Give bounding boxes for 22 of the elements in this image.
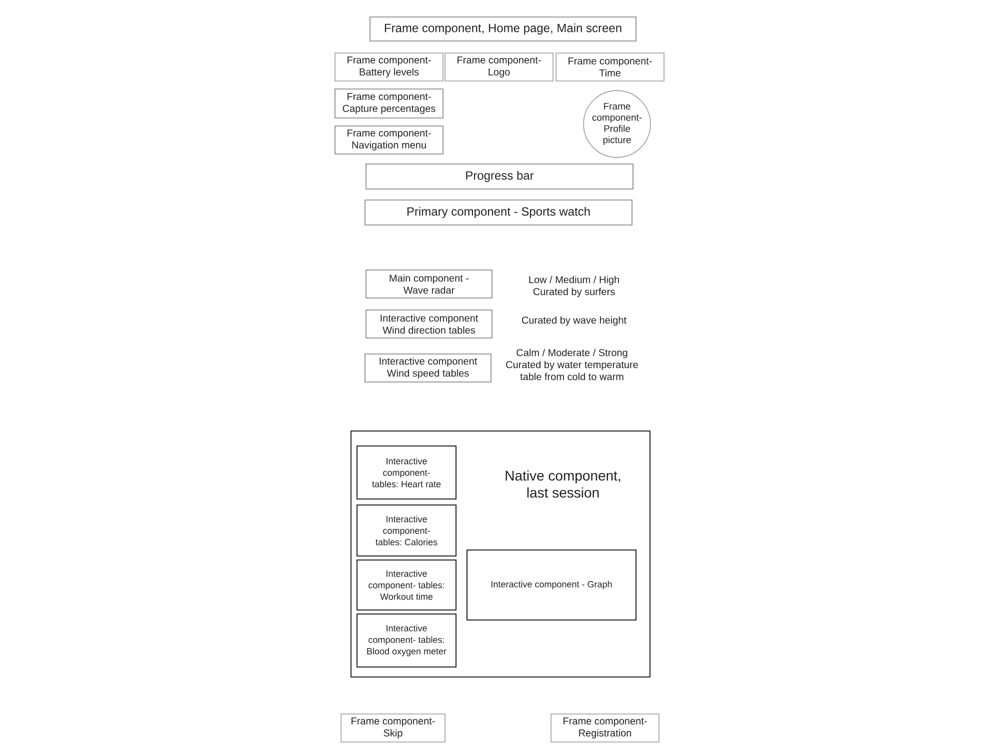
side-note: Low / Medium / High Curated by surfers xyxy=(529,276,619,298)
label-box: Interactive component Wind speed tables xyxy=(364,354,492,382)
label-box: Frame component- Time xyxy=(556,52,664,82)
label-box: Interactive component- tables: Calories xyxy=(356,504,456,556)
label-box: Interactive component Wind direction tables xyxy=(366,310,492,338)
label-box: Frame component- Battery levels xyxy=(334,52,444,82)
label-box: Main component - Wave radar xyxy=(366,270,492,298)
label-box: Interactive component- tables: Workout time xyxy=(356,560,456,610)
label-box: Primary component - Sports watch xyxy=(364,200,632,226)
label-box: Interactive component- tables: Blood oxygen meter xyxy=(356,614,456,668)
label-box: Frame component- Capture percentages xyxy=(334,88,444,118)
panel-heading: Native component, last session xyxy=(506,470,620,498)
label-box: Interactive component- tables: Heart rate xyxy=(356,446,456,500)
label-box: Frame component- Skip xyxy=(340,714,446,742)
label-box: Frame component- Registration xyxy=(550,714,660,742)
label-box: Frame component- Navigation menu xyxy=(334,126,444,154)
label-box: Interactive component - Graph xyxy=(466,550,636,620)
side-note: Curated by wave height xyxy=(522,316,626,326)
label-box: Frame component, Home page, Main screen xyxy=(370,16,636,42)
label-box: Progress bar xyxy=(366,164,634,190)
label-box: Frame component- Logo xyxy=(444,52,554,82)
side-note: Calm / Moderate / Strong Curated by water temperature table from cold to warm xyxy=(506,348,638,380)
